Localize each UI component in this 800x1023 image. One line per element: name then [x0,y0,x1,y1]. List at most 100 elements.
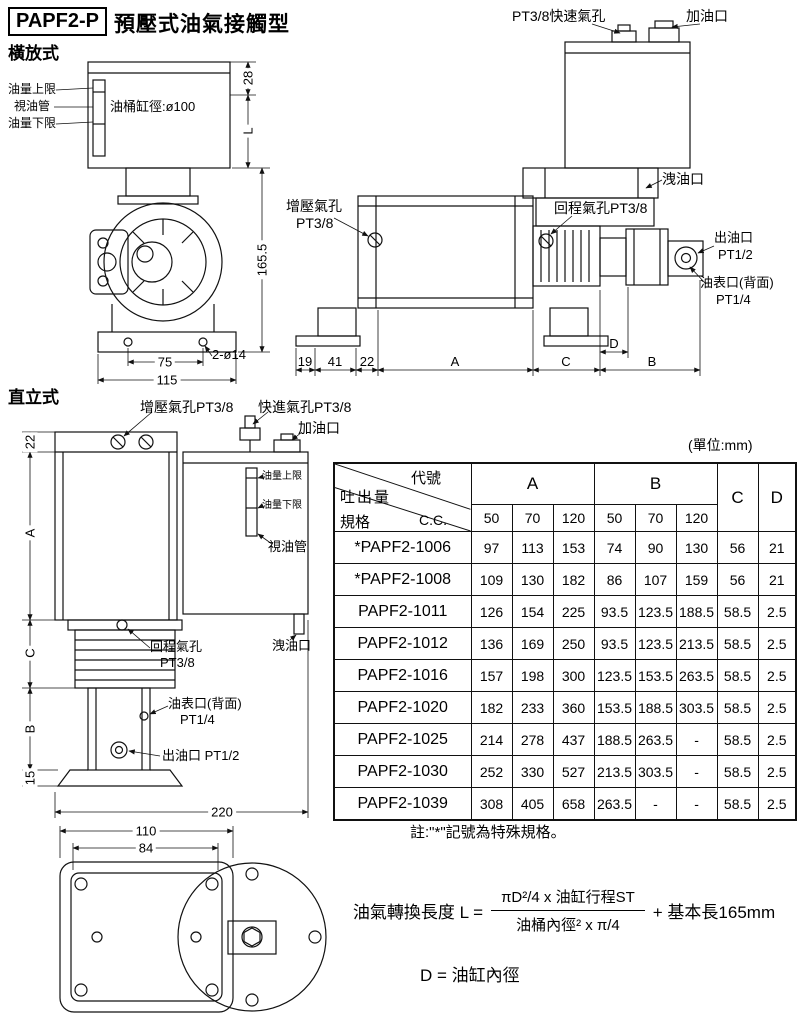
col-group-b: B [593,462,718,505]
value-cell: 169 [511,627,554,660]
value-cell: 153.5 [593,691,636,724]
value-cell: 90 [634,531,677,564]
dim-110: 110 [132,823,160,839]
value-cell: 263.5 [675,659,718,692]
value-cell: 263.5 [593,787,636,821]
value-cell: 126 [470,595,513,628]
subhead-b50: 50 [593,504,636,532]
v-gauge-port-label-2: PT1/4 [180,712,215,727]
conversion-formula: 油氣轉換長度 L = πD²/4 x 油缸行程ST 油桶內徑² x π/4 + … [333,886,795,935]
tank-bore-label: 油桶缸徑:ø100 [110,99,196,114]
value-cell: 2.5 [757,755,797,788]
oil-lower-limit-label: 油量下限 [8,116,57,130]
d-definition: D = 油缸內徑 [420,966,520,985]
v-quick-port-label: 快進氣孔PT3/8 [258,399,352,415]
sight-tube-label: 視油管 [14,99,51,113]
spec-table: 代號 吐出量 規格 C.C. A B C D 50 70 120 50 70 [333,462,798,821]
value-cell: 109 [470,563,513,596]
value-cell: 58.5 [716,595,759,628]
v-sight-tube-label: 視油管 [268,539,308,554]
value-cell: 198 [511,659,554,692]
value-cell: 233 [511,691,554,724]
dim-41: 41 [327,354,343,369]
value-cell: - [675,787,718,821]
col-header-d: D [757,462,797,532]
value-cell: 437 [552,723,595,756]
subhead-b70: 70 [634,504,677,532]
model-cell: PAPF2-1039 [333,787,472,821]
gauge-port-label-1: 油表口(背面) [700,275,774,290]
bottom-view-drawing [59,861,327,1013]
model-cell: PAPF2-1011 [333,595,472,628]
value-cell: 56 [716,531,759,564]
value-cell: 527 [552,755,595,788]
value-cell: 188.5 [634,691,677,724]
dim-220: 220 [208,804,236,820]
subhead-b120: 120 [675,504,718,532]
corner-discharge-label: 吐出量 [340,489,392,506]
value-cell: 658 [552,787,595,821]
corner-cc-label: C.C. [419,512,447,528]
value-cell: 123.5 [593,659,636,692]
model-cell: PAPF2-1025 [333,723,472,756]
formula-numerator: πD²/4 x 油缸行程ST [491,886,645,911]
value-cell: 188.5 [675,595,718,628]
value-cell: 405 [511,787,554,821]
dim-15-vert: 15 [22,767,38,789]
v-oil-upper-label: 油量上限 [262,471,302,482]
horizontal-section-label: 橫放式 [8,44,59,63]
dim-B-vert: B [22,721,38,737]
gauge-port-label-2: PT1/4 [716,292,751,307]
value-cell: 330 [511,755,554,788]
boost-port-label-1: 增壓氣孔 [286,198,342,214]
value-cell: 2.5 [757,787,797,821]
page-title: 預壓式油氣接觸型 [114,13,290,36]
value-cell: 182 [552,563,595,596]
v-fill-port-label: 加油口 [298,420,340,436]
subhead-a70: 70 [511,504,554,532]
value-cell: 153.5 [634,659,677,692]
side-dims [295,280,701,376]
subhead-a120: 120 [552,504,595,532]
value-cell: 213.5 [593,755,636,788]
value-cell: 157 [470,659,513,692]
dim-B-side: B [647,354,657,369]
model-code-box: PAPF2-P [8,7,107,36]
v-drain-port-label: 洩油口 [272,638,312,653]
outlet-port-label-2: PT1/2 [718,247,753,262]
model-cell: PAPF2-1016 [333,659,472,692]
v-return-port-label-2: PT3/8 [160,655,195,670]
value-cell: 123.5 [634,627,677,660]
bolt-holes-label: 2-ø14 [212,347,246,362]
dim-D-side: D [609,336,619,351]
value-cell: 2.5 [757,595,797,628]
unit-note: (單位:mm) [688,437,753,453]
dim-115: 115 [153,372,181,388]
value-cell: 2.5 [757,659,797,692]
value-cell: 159 [675,563,718,596]
fill-port-label: 加油口 [686,8,728,24]
col-group-a: A [470,462,595,505]
table-corner-cell: 代號 吐出量 規格 C.C. [333,462,472,532]
vertical-section-label: 直立式 [8,388,59,407]
model-cell: *PAPF2-1008 [333,563,472,596]
v-outlet-port-label: 出油口 PT1/2 [162,748,240,763]
formula-prefix: 油氣轉換長度 L = [352,903,484,922]
value-cell: 93.5 [593,595,636,628]
value-cell: 2.5 [757,627,797,660]
value-cell: 107 [634,563,677,596]
model-cell: PAPF2-1020 [333,691,472,724]
value-cell: 58.5 [716,723,759,756]
value-cell: 58.5 [716,755,759,788]
value-cell: 130 [675,531,718,564]
value-cell: 263.5 [634,723,677,756]
vertical-drawing [54,411,309,787]
value-cell: 2.5 [757,691,797,724]
value-cell: 360 [552,691,595,724]
